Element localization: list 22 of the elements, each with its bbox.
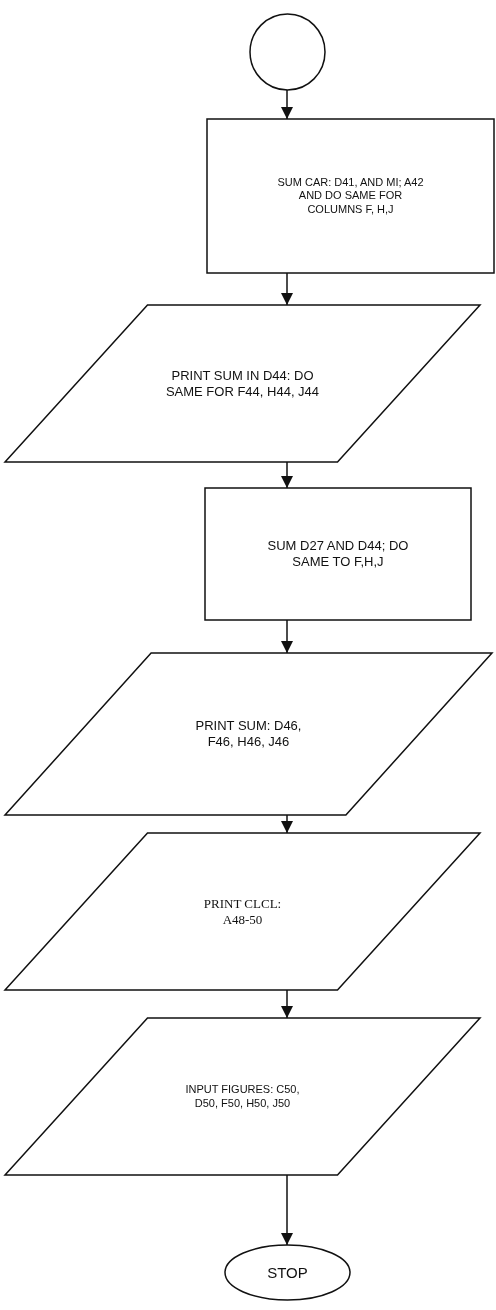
arrow	[281, 461, 293, 489]
node-label: SUM D27 AND D44; DO SAME TO F,H,J	[266, 538, 410, 570]
input-output-parallelogram	[5, 653, 492, 815]
node-label: PRINT SUM IN D44: DO SAME FOR F44, H44, J44	[164, 367, 321, 400]
input-output-parallelogram	[5, 305, 480, 462]
node-label: PRINT CLCL: A48-50	[202, 895, 283, 928]
arrow	[281, 272, 293, 306]
arrow	[281, 619, 293, 654]
node-label: SUM CAR: D41, AND MI; A42 AND DO SAME FOR COLUMNS F, H,J	[276, 176, 425, 216]
input-output-parallelogram	[5, 1018, 480, 1175]
node-label: PRINT SUM: D46, F46, H46, J46	[194, 718, 303, 750]
arrow	[281, 1174, 293, 1246]
arrow	[281, 814, 293, 834]
process-box	[207, 119, 494, 273]
arrow	[281, 89, 293, 120]
input-output-parallelogram	[5, 833, 480, 990]
process-box	[205, 488, 471, 620]
node-label: INPUT FIGURES: C50, D50, F50, H50, J50	[184, 1083, 301, 1110]
start-circle	[250, 14, 325, 90]
terminal-oval	[225, 1245, 350, 1300]
node-label: STOP	[267, 1263, 308, 1282]
arrow	[281, 989, 293, 1019]
